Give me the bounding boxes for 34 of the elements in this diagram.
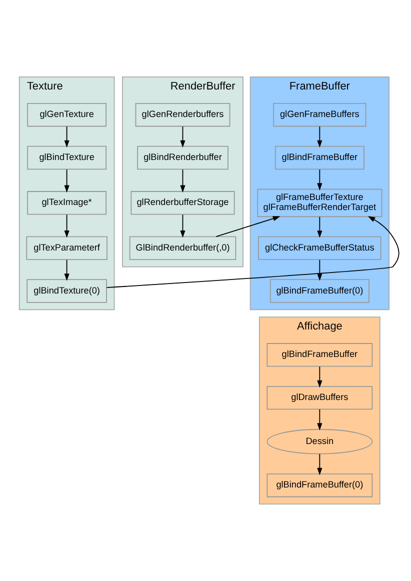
node-box: glBindRenderbuffer <box>137 146 228 170</box>
node-ellipse: Dessin <box>266 428 373 454</box>
node-box: GlBindRenderbuffer(,0) <box>129 236 236 260</box>
node-box: glGenRenderbuffers <box>135 102 230 127</box>
arrow <box>317 454 322 476</box>
node-box: glBindTexture(0) <box>26 279 107 303</box>
arrow <box>317 126 322 148</box>
node-box: glTexImage* <box>27 191 107 215</box>
arrow <box>317 366 322 388</box>
arrow <box>64 259 70 281</box>
arrow <box>180 169 186 193</box>
node-box: glTexParameterf <box>26 236 108 260</box>
arrow <box>64 169 70 193</box>
arrow <box>317 216 322 238</box>
node-box: glBindFrameBuffer <box>274 146 364 170</box>
node-box: glBindTexture <box>27 146 107 170</box>
node-box: glRenderbufferStorage <box>130 191 235 215</box>
node-box: glBindFrameBuffer(0) <box>270 279 370 303</box>
node-box: glFrameBufferTexture glFrameBufferRenderTarget <box>257 188 382 218</box>
arrow <box>180 214 186 238</box>
arrow <box>216 216 280 238</box>
node-box: glBindFrameBuffer <box>266 343 373 367</box>
node-box: glDrawBuffers <box>266 386 373 410</box>
arrow <box>317 408 322 430</box>
arrow <box>64 126 70 148</box>
arrow <box>106 216 400 288</box>
arrow <box>180 126 186 148</box>
arrow <box>64 214 70 238</box>
node-box: glGenFrameBuffers <box>273 102 366 127</box>
node-box: glGenTexture <box>27 102 107 127</box>
node-box: glCheckFrameBufferStatus <box>258 236 382 260</box>
arrow <box>317 259 322 281</box>
arrow <box>317 169 322 190</box>
node-box: glBindFrameBuffer(0) <box>266 473 373 498</box>
